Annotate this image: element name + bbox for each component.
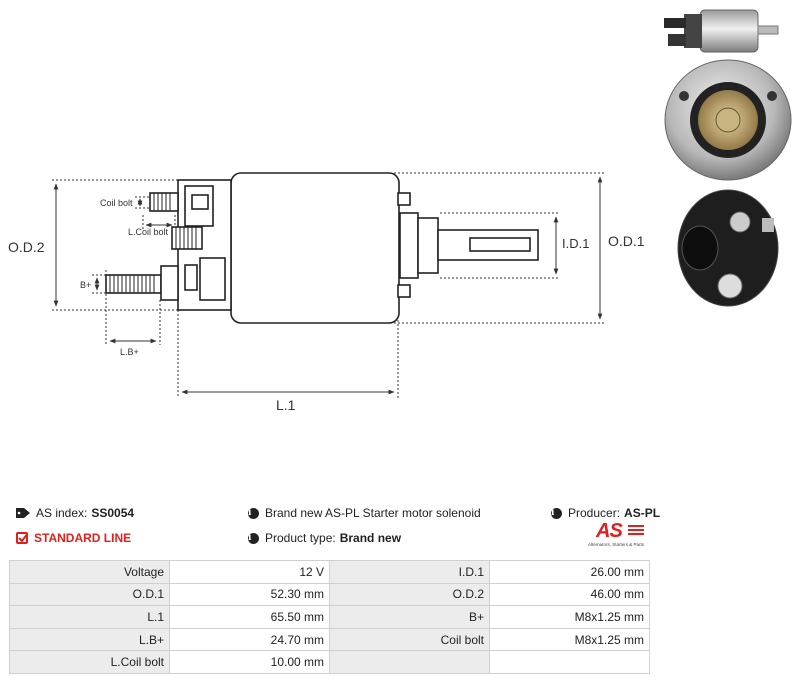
logo-bars [628,525,644,539]
coil-bolt-label: Coil bolt [100,198,133,208]
as-index-label: AS index: [36,506,88,520]
info-icon: i [248,532,259,544]
spec-value: 52.30 mm [169,582,330,607]
product-type-value: Brand new [339,531,402,545]
spec-value: 26.00 mm [489,560,650,584]
logo-mark: AS [596,520,623,542]
spec-value: 10.00 mm [169,650,330,674]
standard-line-label: STANDARD LINE [34,531,132,545]
solenoid-technical-drawing: O.D.2 O.D.1 I.D.1 L.1 B+ L.B+ Coil bolt … [8,172,645,413]
spec-value: M8x1.25 mm [489,627,650,652]
table-row: Voltage 12 V I.D.1 26.00 mm [9,560,650,584]
spec-value: 12 V [169,560,330,584]
check-icon [16,532,28,544]
product-type-info: i Product type: Brand new [248,531,401,545]
photo-side-view [664,9,779,53]
producer-value: AS-PL [624,506,661,520]
spec-key: Coil bolt [329,627,490,652]
solenoid-outline [105,172,539,324]
photo-rear-view [677,189,779,307]
spec-key: I.D.1 [329,560,490,584]
logo-tagline: Alternators, Starters & Parts [588,542,645,547]
info-icon: i [551,507,562,519]
id1-label: I.D.1 [562,236,589,251]
table-row: L.1 65.50 mm B+ M8x1.25 mm [9,605,650,629]
specification-table: Voltage 12 V I.D.1 26.00 mm O.D.1 52.30 … [9,560,650,674]
producer-label: Producer: [568,506,621,520]
product-photos [664,9,792,307]
spec-key: O.D.1 [9,582,170,607]
product-description: Brand new AS-PL Starter motor solenoid [265,506,481,520]
l-coil-bolt-label: L.Coil bolt [128,227,169,237]
standard-line-info: STANDARD LINE [16,531,131,545]
as-index-info: AS index: SS0054 [16,506,134,520]
od2-label: O.D.2 [8,239,45,255]
spec-value: 46.00 mm [489,582,650,607]
spec-value-empty [489,650,650,674]
od1-label: O.D.1 [608,233,645,249]
table-row: O.D.1 52.30 mm O.D.2 46.00 mm [9,582,650,607]
photo-front-view [664,59,792,181]
spec-key: L.1 [9,605,170,629]
description-info: i Brand new AS-PL Starter motor solenoid [248,506,481,520]
l1-label: L.1 [276,397,296,413]
spec-value: M8x1.25 mm [489,605,650,629]
spec-value: 24.70 mm [169,627,330,652]
spec-key: O.D.2 [329,582,490,607]
lbplus-label: L.B+ [120,347,139,357]
spec-key-empty [329,650,490,674]
spec-key: L.Coil bolt [9,650,170,674]
table-row: L.Coil bolt 10.00 mm [9,650,650,674]
product-type-label: Product type: [265,531,336,545]
as-pl-logo: AS Alternators, Starters & Parts [588,520,650,552]
bplus-label: B+ [80,280,91,290]
spec-value: 65.50 mm [169,605,330,629]
as-index-value: SS0054 [91,506,135,520]
bolt-threads [109,193,197,293]
table-row: L.B+ 24.70 mm Coil bolt M8x1.25 mm [9,627,650,652]
spec-key: B+ [329,605,490,629]
spec-key: L.B+ [9,627,170,652]
dimension-arrows [53,176,603,395]
producer-info: i Producer: AS-PL [551,506,660,520]
tag-icon [16,508,30,518]
info-icon: i [248,507,259,519]
spec-key: Voltage [9,560,170,584]
